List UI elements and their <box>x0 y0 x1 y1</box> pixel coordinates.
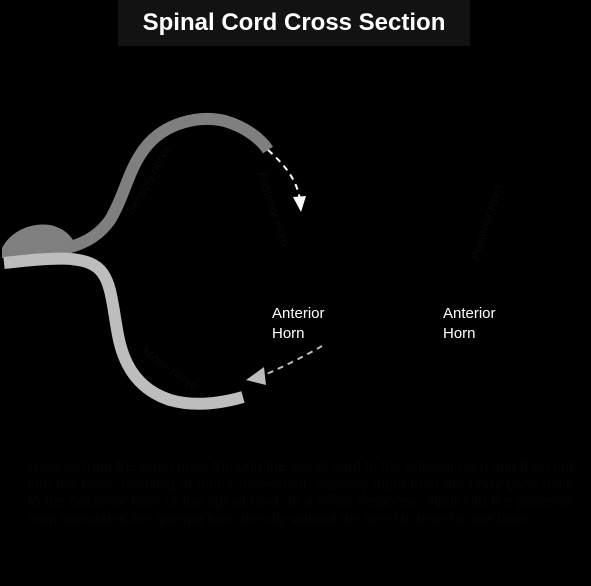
title-bar: Spinal Cord Cross Section <box>118 0 470 46</box>
sensory-nerve-fiber <box>3 113 273 262</box>
anterior-horn-label-left: Anterior Horn <box>272 305 325 342</box>
motor-arrowhead <box>246 367 266 385</box>
motor-nerve-fiber <box>3 252 245 410</box>
sensory-arrowhead <box>293 196 306 212</box>
page-title: Spinal Cord Cross Section <box>142 9 446 36</box>
motor-signal-arrow <box>261 345 323 377</box>
anterior-horn-label-right: Anterior Horn <box>443 305 496 342</box>
sensory-signal-arrow <box>267 149 301 201</box>
caption-text: A signal from the brain goes through the… <box>28 459 573 528</box>
